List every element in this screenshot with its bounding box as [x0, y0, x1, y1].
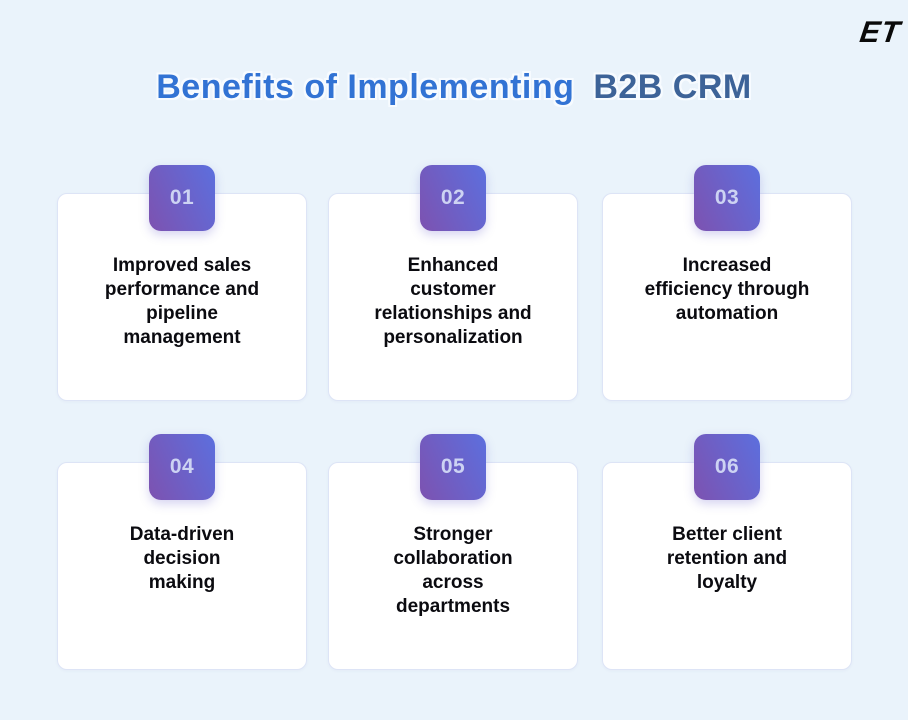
benefit-text: Stronger collaboration across department… [393, 524, 513, 617]
step-number-badge: 03 [694, 165, 760, 231]
step-number: 05 [440, 455, 466, 478]
benefit-text: Increased efficiency through automation [644, 255, 810, 324]
page-title: Benefits of Implementing B2B CRM [0, 68, 908, 107]
benefit-text: Data-driven decision making [129, 524, 235, 593]
step-number: 04 [169, 455, 195, 478]
step-number-badge: 02 [420, 165, 486, 231]
step-number: 02 [440, 186, 466, 209]
brand-logo: ET [857, 16, 903, 49]
benefit-card: Improved sales performance and pipeline … [57, 193, 307, 401]
step-number-badge: 01 [149, 165, 215, 231]
page-title-part2: B2B CRM [593, 68, 752, 106]
step-number-badge: 06 [694, 434, 760, 500]
benefit-text: Better client retention and loyalty [666, 524, 788, 593]
step-number-badge: 05 [420, 434, 486, 500]
benefit-card: Data-driven decision making [57, 462, 307, 670]
step-number: 06 [714, 455, 740, 478]
benefit-text: Enhanced customer relationships and pers… [374, 255, 532, 348]
step-number: 01 [169, 186, 195, 209]
benefit-text: Improved sales performance and pipeline … [104, 255, 260, 348]
step-number: 03 [714, 186, 740, 209]
page-title-part1: Benefits of Implementing [156, 68, 575, 106]
step-number-badge: 04 [149, 434, 215, 500]
